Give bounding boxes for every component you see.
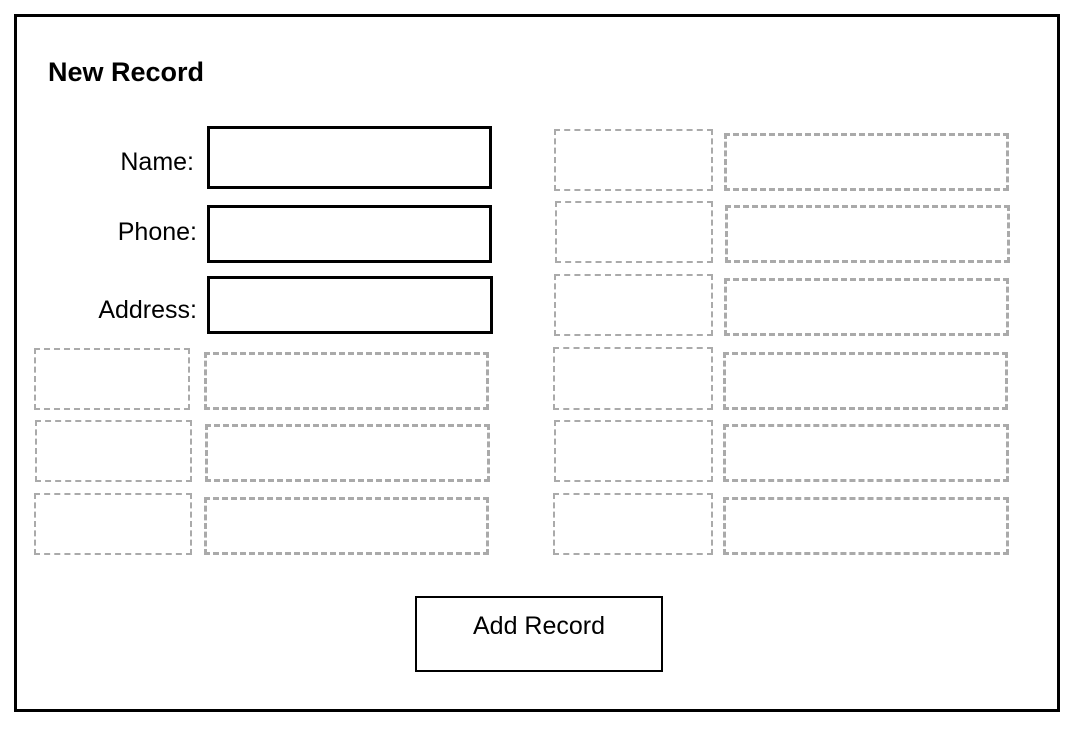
placeholder-input-slot bbox=[723, 424, 1009, 482]
placeholder-input-slot bbox=[204, 497, 489, 555]
placeholder-label-slot bbox=[554, 420, 713, 482]
placeholder-input-slot bbox=[725, 205, 1010, 263]
placeholder-input-slot bbox=[723, 352, 1008, 410]
placeholder-label-slot bbox=[554, 129, 713, 191]
placeholder-label-slot bbox=[553, 347, 713, 410]
placeholder-input-slot bbox=[205, 424, 490, 482]
placeholder-label-slot bbox=[34, 493, 192, 555]
address-input[interactable] bbox=[207, 276, 493, 334]
placeholder-input-slot bbox=[724, 133, 1009, 191]
form-title: New Record bbox=[48, 57, 205, 87]
placeholder-input-slot bbox=[724, 278, 1009, 336]
name-input[interactable] bbox=[207, 126, 492, 189]
placeholder-input-slot bbox=[204, 352, 489, 410]
placeholder-label-slot bbox=[34, 348, 190, 410]
placeholder-input-slot bbox=[723, 497, 1009, 555]
placeholder-label-slot bbox=[35, 420, 192, 482]
placeholder-label-slot bbox=[555, 201, 713, 263]
phone-label: Phone: bbox=[117, 218, 197, 246]
add-record-button[interactable]: Add Record bbox=[415, 596, 663, 672]
placeholder-label-slot bbox=[553, 493, 713, 555]
phone-input[interactable] bbox=[207, 205, 492, 263]
placeholder-label-slot bbox=[554, 274, 713, 336]
address-label: Address: bbox=[98, 296, 197, 324]
name-label: Name: bbox=[120, 148, 194, 176]
